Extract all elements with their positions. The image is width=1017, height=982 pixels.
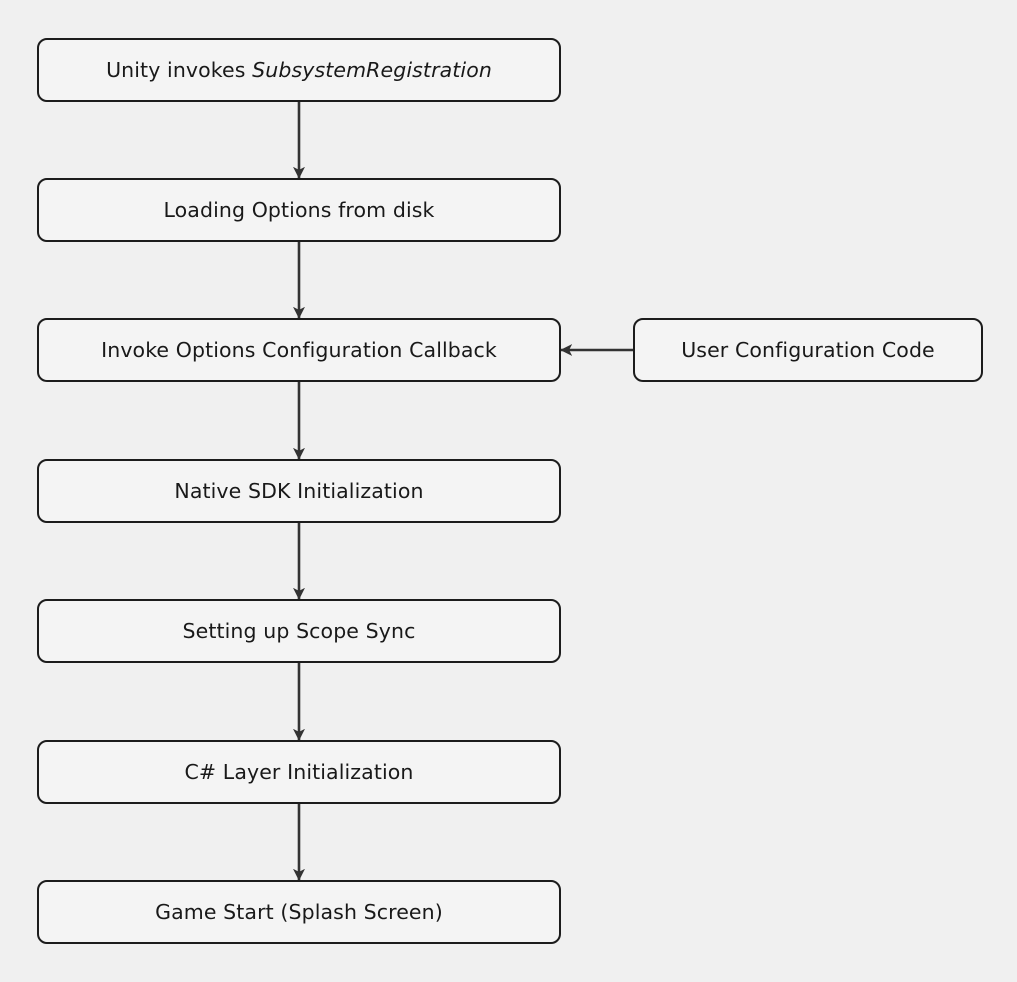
flow-node-label: User Configuration Code [681,337,935,362]
flow-node-label: Invoke Options Configuration Callback [101,337,497,362]
flow-node-setting-up-scope-sync[interactable]: Setting up Scope Sync [37,599,561,663]
flow-node-label: Unity invokes SubsystemRegistration [100,58,498,83]
flow-node-invoke-options-configuration-callback[interactable]: Invoke Options Configuration Callback [37,318,561,382]
flow-node-label: C# Layer Initialization [184,759,414,784]
flow-node-label: Setting up Scope Sync [182,618,416,643]
flow-node-user-configuration-code[interactable]: User Configuration Code [633,318,983,382]
flow-node-label: Loading Options from disk [163,197,435,222]
flow-node-label: Game Start (Splash Screen) [155,899,443,924]
flow-node-loading-options-from-disk[interactable]: Loading Options from disk [37,178,561,242]
flow-node-label-emphasis: SubsystemRegistration [252,57,492,82]
flow-node-unity-invokes-subsystemregistration[interactable]: Unity invokes SubsystemRegistration [37,38,561,102]
flow-node-native-sdk-initialization[interactable]: Native SDK Initialization [37,459,561,523]
flow-node-game-start-splash-screen[interactable]: Game Start (Splash Screen) [37,880,561,944]
flow-node-label: Native SDK Initialization [174,478,424,503]
flow-node-csharp-layer-initialization[interactable]: C# Layer Initialization [37,740,561,804]
flow-node-label-prefix: Unity invokes [106,57,253,82]
